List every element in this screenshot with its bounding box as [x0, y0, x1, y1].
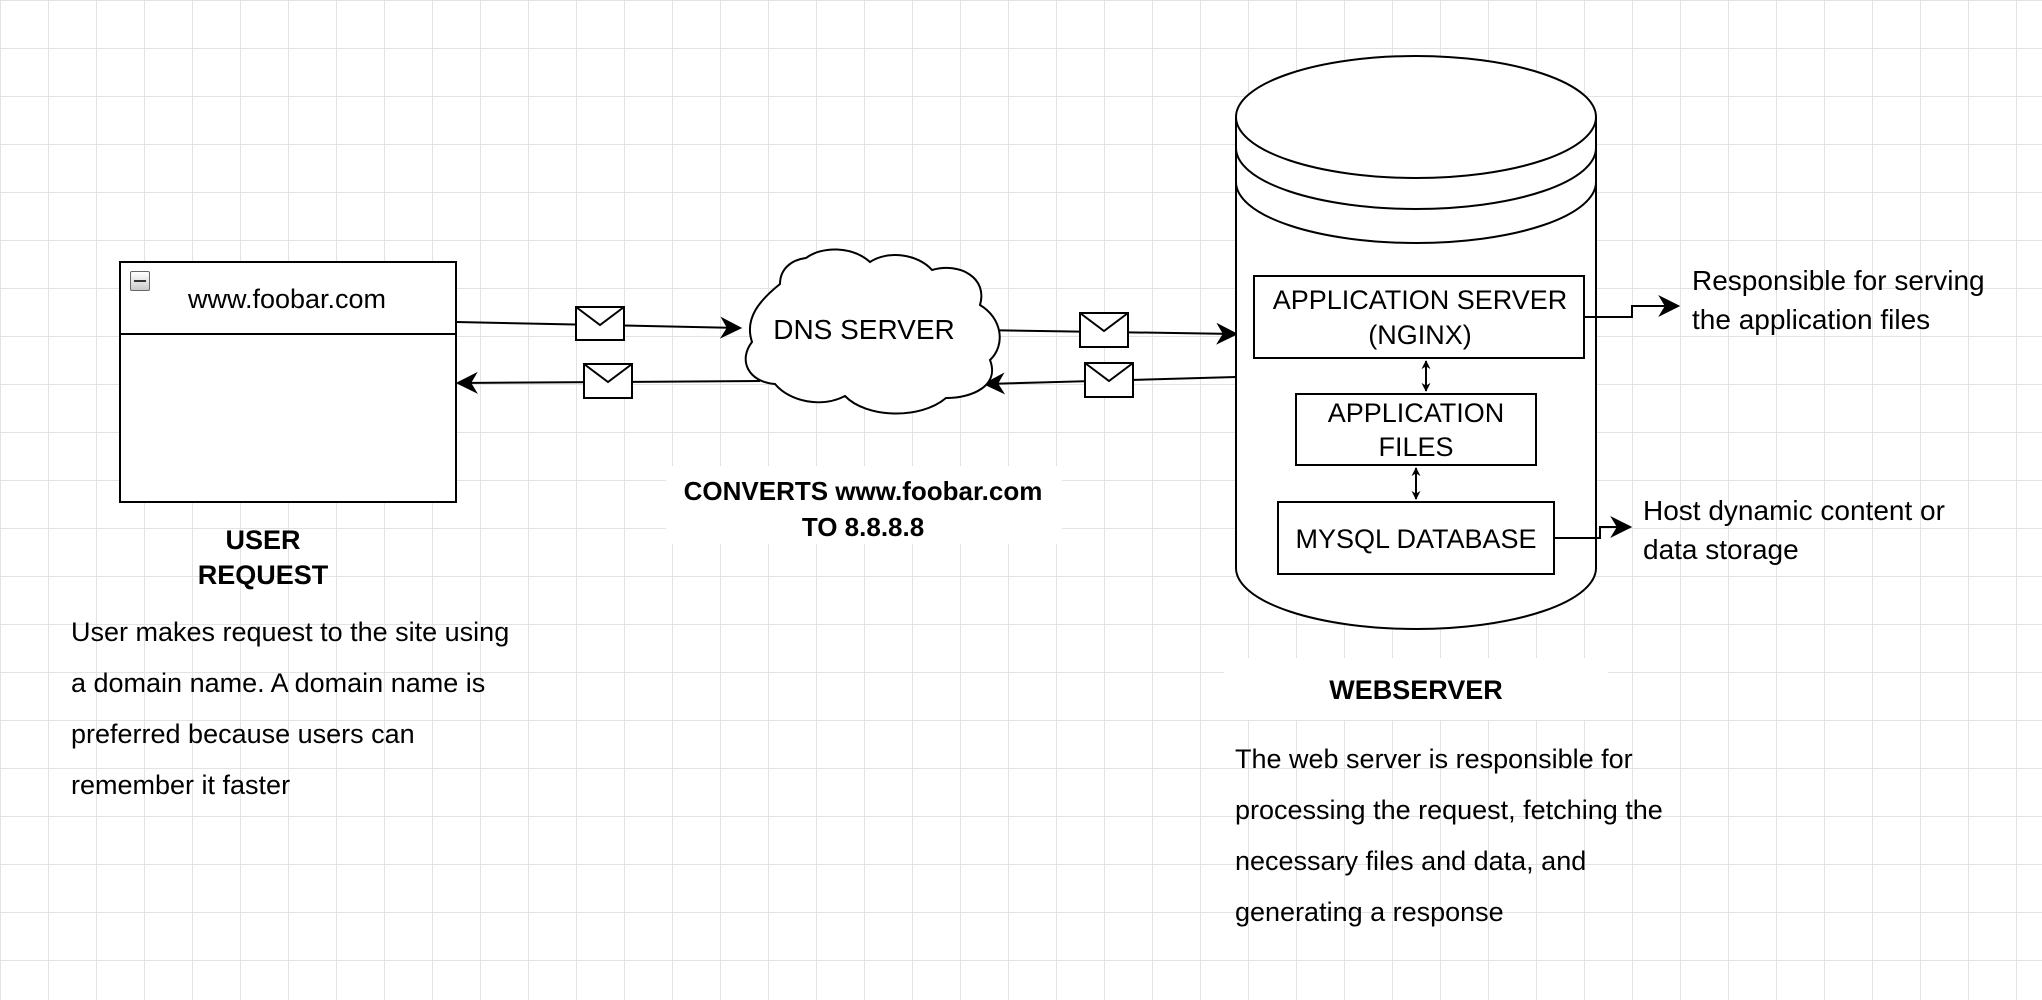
- envelope-icon: [575, 306, 625, 341]
- connector-appserver-to-note[interactable]: [1584, 295, 1681, 318]
- user-request-box-title: www.foobar.com: [187, 284, 386, 314]
- user-request-heading-line1: USER: [225, 525, 300, 555]
- webserver-cylinder[interactable]: [1235, 55, 1597, 630]
- envelope-icon: [1079, 312, 1129, 348]
- application-server-box[interactable]: APPLICATION SERVER (NGINX): [1253, 275, 1585, 359]
- dns-caption-line1: CONVERTS www.foobar.com: [684, 476, 1043, 506]
- envelope-icon: [583, 363, 633, 399]
- mysql-database-box[interactable]: MYSQL DATABASE: [1277, 501, 1555, 575]
- user-request-heading-line2: REQUEST: [198, 560, 329, 590]
- dns-caption-line2: TO 8.8.8.8: [802, 512, 924, 542]
- application-files-label-line2: FILES: [1378, 432, 1453, 462]
- application-server-label-line2: (NGINX): [1368, 320, 1472, 350]
- application-files-label-line1: APPLICATION: [1328, 398, 1505, 428]
- collapse-icon[interactable]: [130, 271, 150, 291]
- application-server-label-line1: APPLICATION SERVER: [1273, 285, 1568, 315]
- connector-mysql-to-note[interactable]: [1554, 516, 1633, 539]
- application-files-box[interactable]: APPLICATION FILES: [1295, 393, 1537, 466]
- user-request-description: User makes request to the site using a d…: [71, 617, 510, 800]
- user-request-box[interactable]: www.foobar.com: [119, 261, 457, 503]
- mysql-database-note: Host dynamic content or data storage: [1643, 495, 1945, 565]
- webserver-description: The web server is responsible for proces…: [1235, 744, 1663, 927]
- dns-server-label: DNS SERVER: [773, 314, 955, 345]
- webserver-heading: WEBSERVER: [1329, 675, 1503, 705]
- application-server-note: Responsible for serving the application …: [1692, 265, 1985, 335]
- dns-server-cloud[interactable]: DNS SERVER: [744, 248, 1001, 415]
- mysql-database-label: MYSQL DATABASE: [1295, 524, 1536, 554]
- envelope-icon: [1084, 362, 1134, 398]
